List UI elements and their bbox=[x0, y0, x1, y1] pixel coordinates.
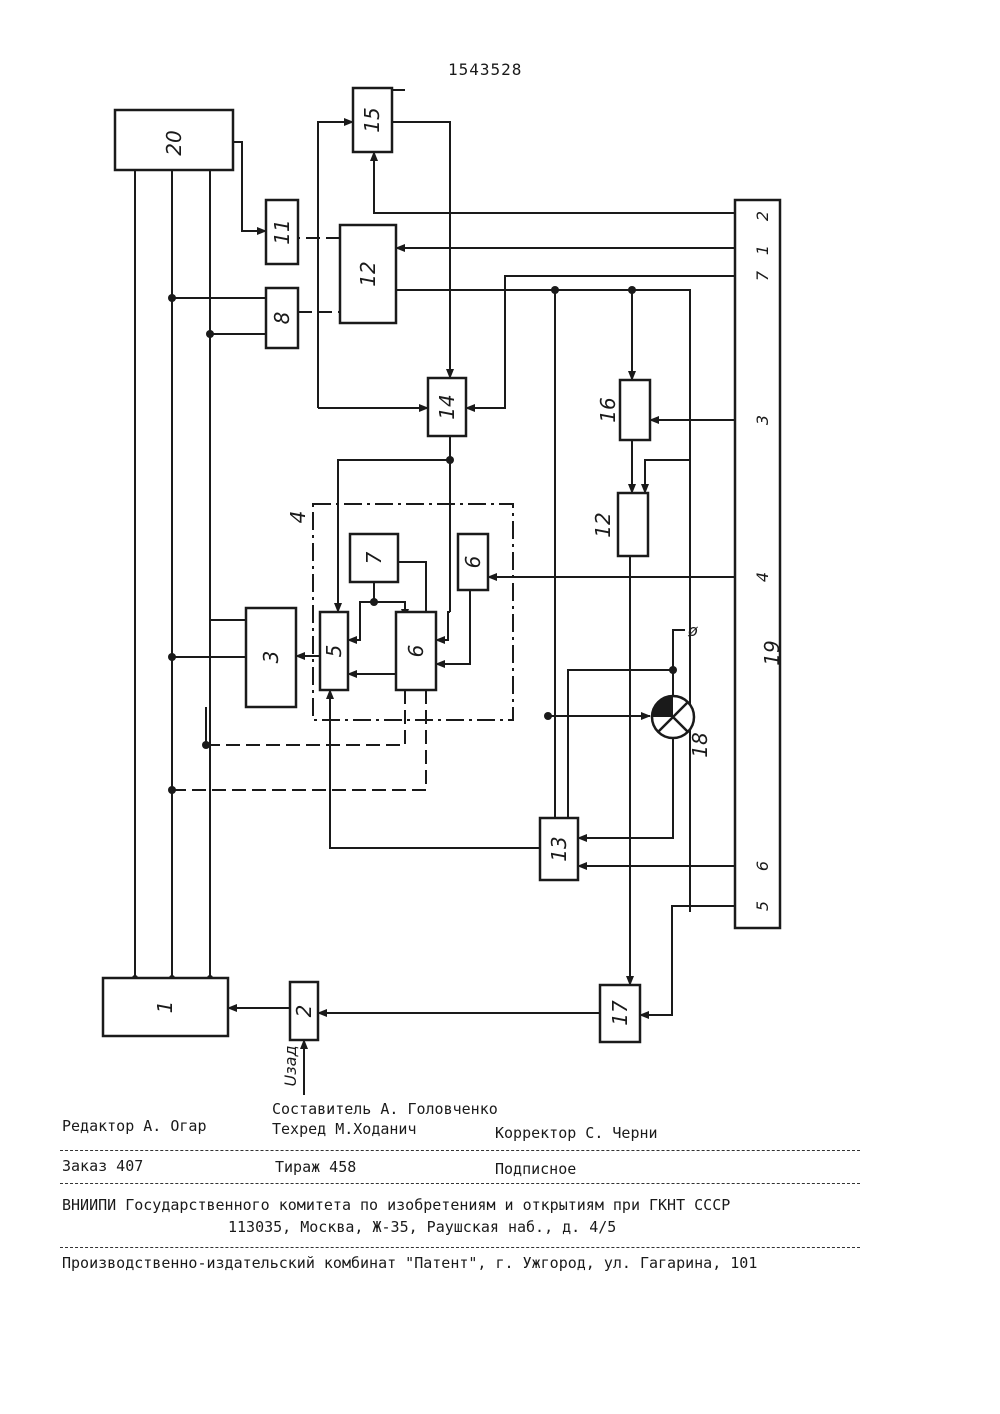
junction-dot bbox=[168, 653, 176, 661]
wire-13-5 bbox=[330, 690, 540, 848]
block-17: 17 bbox=[600, 985, 640, 1042]
svg-text:7: 7 bbox=[753, 270, 772, 281]
org-line-2: 113035, Москва, Ж-35, Раушская наб., д. … bbox=[228, 1218, 616, 1236]
svg-text:12: 12 bbox=[591, 512, 615, 537]
group-4-label: 4 bbox=[286, 511, 310, 524]
wire-bus7-14 bbox=[466, 276, 745, 408]
wire-15-14 bbox=[392, 122, 450, 378]
svg-text:8: 8 bbox=[270, 312, 294, 325]
block-15: 15 bbox=[353, 88, 392, 152]
svg-text:5: 5 bbox=[753, 901, 772, 911]
wire-20-10 bbox=[233, 142, 266, 231]
corrector: Корректор С. Черни bbox=[495, 1124, 658, 1142]
svg-text:6: 6 bbox=[753, 861, 772, 871]
svg-text:4: 4 bbox=[753, 572, 772, 582]
svg-text:6: 6 bbox=[404, 645, 428, 658]
wire-8-5 bbox=[348, 602, 374, 640]
junction-dot bbox=[202, 741, 210, 749]
block-10: 11 bbox=[266, 200, 298, 264]
subscription: Подписное bbox=[495, 1160, 576, 1178]
junction-dot bbox=[446, 456, 454, 464]
svg-text:13: 13 bbox=[547, 836, 571, 861]
block-diagram: 20 15 11 12 8 14 16 12 12 7 6 3 bbox=[0, 0, 1000, 1100]
junction-dot bbox=[370, 598, 378, 606]
svg-text:12: 12 bbox=[356, 261, 380, 286]
svg-text:19: 19 bbox=[760, 640, 784, 665]
svg-text:15: 15 bbox=[360, 107, 384, 132]
compiler: Составитель А. Головченко bbox=[272, 1100, 498, 1118]
wire-bus5-17 bbox=[640, 906, 745, 1015]
block-13: 13 bbox=[540, 818, 578, 880]
wire-lamp-13a bbox=[568, 670, 673, 840]
block-2: 2 bbox=[290, 982, 318, 1040]
wire-lamp-supply bbox=[673, 630, 685, 696]
divider bbox=[60, 1247, 860, 1248]
svg-text:7: 7 bbox=[362, 551, 386, 564]
svg-text:3: 3 bbox=[259, 651, 283, 664]
techred: Техред М.Ходанич bbox=[272, 1120, 417, 1138]
org-line-1: ВНИИПИ Государственного комитета по изоб… bbox=[62, 1196, 730, 1214]
wire-bus3-12 bbox=[645, 420, 690, 493]
junction-dot bbox=[206, 330, 214, 338]
svg-text:1: 1 bbox=[153, 1001, 177, 1014]
divider bbox=[60, 1150, 860, 1151]
svg-text:14: 14 bbox=[435, 394, 459, 419]
svg-text:5: 5 bbox=[322, 645, 346, 658]
block-11: 12 bbox=[340, 225, 396, 323]
block-9: 8 bbox=[266, 288, 298, 348]
svg-text:18: 18 bbox=[688, 732, 712, 757]
svg-text:11: 11 bbox=[270, 219, 294, 244]
junction-dot bbox=[628, 286, 636, 294]
wire-7-6 bbox=[436, 590, 470, 664]
block-14: 14 bbox=[428, 378, 466, 436]
block-20: 20 bbox=[115, 110, 233, 170]
wire-dash-6-bus bbox=[206, 690, 405, 745]
junction-dot bbox=[551, 286, 559, 294]
svg-text:20: 20 bbox=[162, 130, 186, 155]
supply-label: ø bbox=[687, 621, 698, 640]
svg-text:6: 6 bbox=[461, 556, 485, 569]
junction-dot bbox=[168, 294, 176, 302]
wire-14-6 bbox=[436, 612, 450, 640]
svg-text:2: 2 bbox=[292, 1005, 316, 1018]
svg-text:16: 16 bbox=[596, 397, 620, 422]
lamp-18: 18 bbox=[652, 696, 712, 758]
bus-19: 19 2 1 7 3 4 6 5 bbox=[735, 200, 784, 928]
block-5: 5 bbox=[320, 612, 348, 690]
editor: Редактор А. Огар bbox=[62, 1117, 207, 1135]
svg-text:2: 2 bbox=[753, 211, 772, 221]
block-3: 3 bbox=[246, 608, 296, 707]
divider bbox=[60, 1183, 860, 1184]
order: Заказ 407 bbox=[62, 1157, 143, 1175]
junction-dot bbox=[669, 666, 677, 674]
plant: Производственно-издательский комбинат "П… bbox=[62, 1254, 757, 1272]
junction-dot bbox=[168, 786, 176, 794]
wire-lamp-13b bbox=[578, 738, 673, 838]
block-8: 7 bbox=[350, 534, 398, 582]
block-12: 12 12 bbox=[591, 493, 648, 556]
svg-text:1: 1 bbox=[753, 245, 772, 255]
block-16: 16 bbox=[596, 380, 650, 440]
svg-text:17: 17 bbox=[608, 1000, 632, 1026]
junction-dot bbox=[544, 712, 552, 720]
block-1: 1 bbox=[103, 978, 228, 1036]
circulation: Тираж 458 bbox=[275, 1158, 356, 1176]
input-label: Uзад bbox=[281, 1045, 300, 1086]
svg-text:3: 3 bbox=[753, 415, 772, 425]
block-6: 6 bbox=[396, 612, 436, 690]
block-7: 6 bbox=[458, 534, 488, 590]
wire-bus2-15 bbox=[374, 152, 745, 213]
